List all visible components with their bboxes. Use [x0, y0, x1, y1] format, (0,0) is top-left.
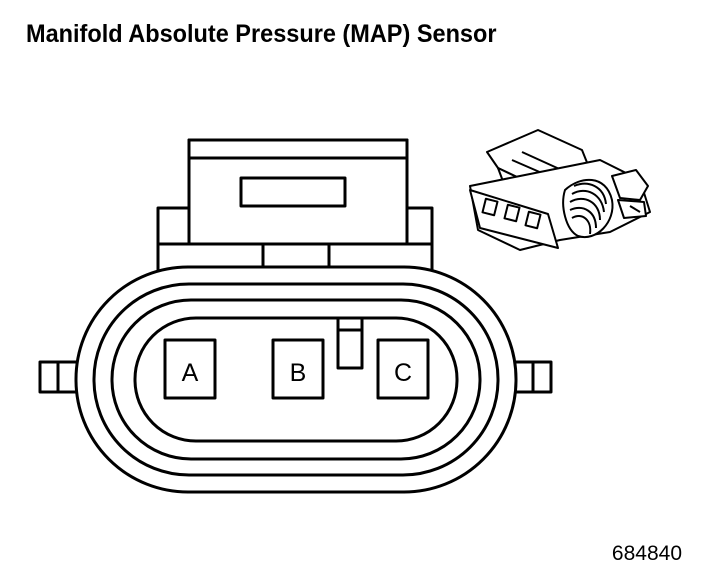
- connector-outer-rim: [92, 282, 500, 477]
- connector-3d-view: [469, 129, 651, 251]
- latch-window: [239, 176, 347, 208]
- pin-cavity-b: [271, 338, 325, 400]
- latch-top-edge: [187, 138, 409, 160]
- diagram-title: Manifold Absolute Pressure (MAP) Sensor: [26, 20, 497, 48]
- polarizing-key: [336, 316, 364, 370]
- connector-inner-cavity: [133, 316, 459, 443]
- pin-cavity-a: [163, 338, 217, 400]
- figure-number: 684840: [611, 542, 682, 565]
- pin-cavity-c: [376, 338, 430, 400]
- pin-label-b: B: [290, 359, 307, 387]
- pin-label-a: A: [182, 359, 199, 387]
- latch-tab: [261, 242, 331, 270]
- connector-face-view: A B C: [38, 138, 553, 494]
- connector-seal-ring: [110, 298, 482, 461]
- pin-label-c: C: [394, 359, 412, 387]
